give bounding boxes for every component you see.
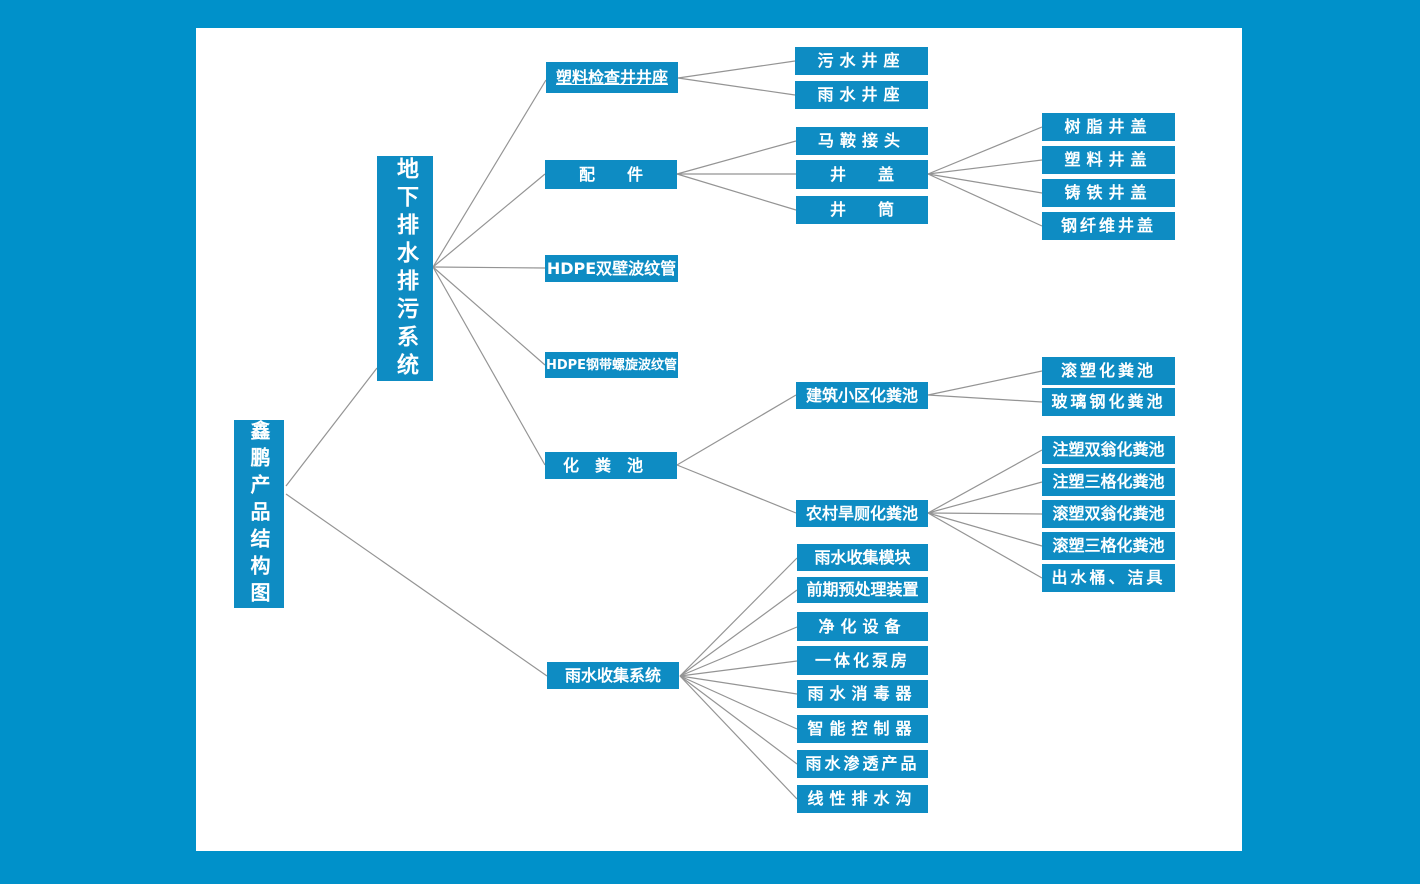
node-plastic-inspection-well-seat: 塑料检查井井座 (546, 62, 678, 93)
connector (927, 159, 1043, 175)
connector (679, 675, 798, 695)
node-sewage-well-seat: 污水井座 (795, 47, 928, 75)
node-rainwater-permeation-products: 雨水渗透产品 (797, 750, 928, 778)
connector (679, 589, 798, 677)
connector (679, 626, 798, 677)
connector (927, 481, 1043, 514)
node-roto-double-urn-septic-tank: 滚塑双翁化粪池 (1042, 500, 1175, 528)
node-roto-three-grid-septic-tank: 滚塑三格化粪池 (1042, 532, 1175, 560)
node-hdpe-steel-belt-spiral-pipe: HDPE钢带螺旋波纹管 (545, 352, 678, 378)
connector (285, 367, 378, 487)
connector (927, 126, 1043, 175)
node-manhole-cover: 井 盖 (796, 160, 928, 189)
node-outlet-bucket-sanitary-ware: 出水桶、洁具 (1042, 564, 1175, 592)
node-steel-fiber-manhole-cover: 钢纤维井盖 (1042, 212, 1175, 240)
connector (679, 675, 798, 800)
connector (927, 173, 1043, 194)
connector (432, 79, 547, 268)
node-injection-double-urn-septic-tank: 注塑双翁化粪池 (1042, 436, 1175, 464)
connector (676, 464, 797, 514)
connector (432, 266, 546, 366)
connector (676, 394, 797, 466)
connector (679, 660, 798, 677)
connector (677, 60, 796, 79)
connector-lines (285, 60, 1043, 800)
node-hdpe-double-wall-corrugated-pipe: HDPE双壁波纹管 (545, 255, 678, 282)
connector (679, 675, 798, 765)
connector (432, 173, 546, 268)
node-septic-tank: 化粪池 (545, 452, 677, 479)
node-smart-controller: 智能控制器 (797, 715, 928, 743)
node-underground-drainage-system: 地下排水排污系统 (377, 156, 433, 381)
node-rainwater-well-seat: 雨水井座 (795, 81, 928, 109)
connector (432, 266, 546, 269)
node-saddle-joint: 马鞍接头 (796, 127, 928, 155)
connector (679, 557, 798, 677)
connector (285, 493, 548, 677)
node-linear-drainage-ditch: 线性排水沟 (797, 785, 928, 813)
node-rainwater-collection-module: 雨水收集模块 (797, 544, 928, 571)
connector (927, 173, 1043, 227)
connector (927, 512, 1043, 515)
connector (432, 266, 546, 466)
node-pre-treatment-device: 前期预处理装置 (797, 577, 928, 603)
node-root-title: 鑫鹏产品结构图 (234, 420, 284, 609)
connector (927, 449, 1043, 514)
node-roto-molded-septic-tank: 滚塑化粪池 (1042, 357, 1175, 385)
node-injection-three-grid-septic-tank: 注塑三格化粪池 (1042, 468, 1175, 496)
connector (927, 370, 1043, 396)
connector (927, 394, 1043, 403)
node-well-barrel: 井 筒 (796, 196, 928, 224)
node-purification-equipment: 净化设备 (797, 612, 928, 641)
node-rainwater-disinfector: 雨水消毒器 (797, 680, 928, 708)
node-building-district-septic-tank: 建筑小区化粪池 (796, 382, 928, 409)
connector (676, 173, 797, 211)
node-fittings: 配 件 (545, 160, 677, 189)
node-frp-septic-tank: 玻璃钢化粪池 (1042, 388, 1175, 416)
connector (676, 140, 797, 175)
diagram-canvas: 鑫鹏产品结构图 地下排水排污系统 雨水收集系统 塑料检查井井座 配 件 HDPE… (196, 28, 1242, 851)
node-resin-manhole-cover: 树脂井盖 (1042, 113, 1175, 141)
connector (679, 675, 798, 730)
connector (927, 512, 1043, 547)
connector (927, 512, 1043, 579)
node-integrated-pump-house: 一体化泵房 (797, 646, 928, 675)
connector (677, 77, 796, 96)
node-plastic-manhole-cover: 塑料井盖 (1042, 146, 1175, 174)
node-rainwater-collection-system: 雨水收集系统 (547, 662, 679, 689)
node-rural-toilet-septic-tank: 农村旱厕化粪池 (796, 500, 928, 527)
node-cast-iron-manhole-cover: 铸铁井盖 (1042, 179, 1175, 207)
